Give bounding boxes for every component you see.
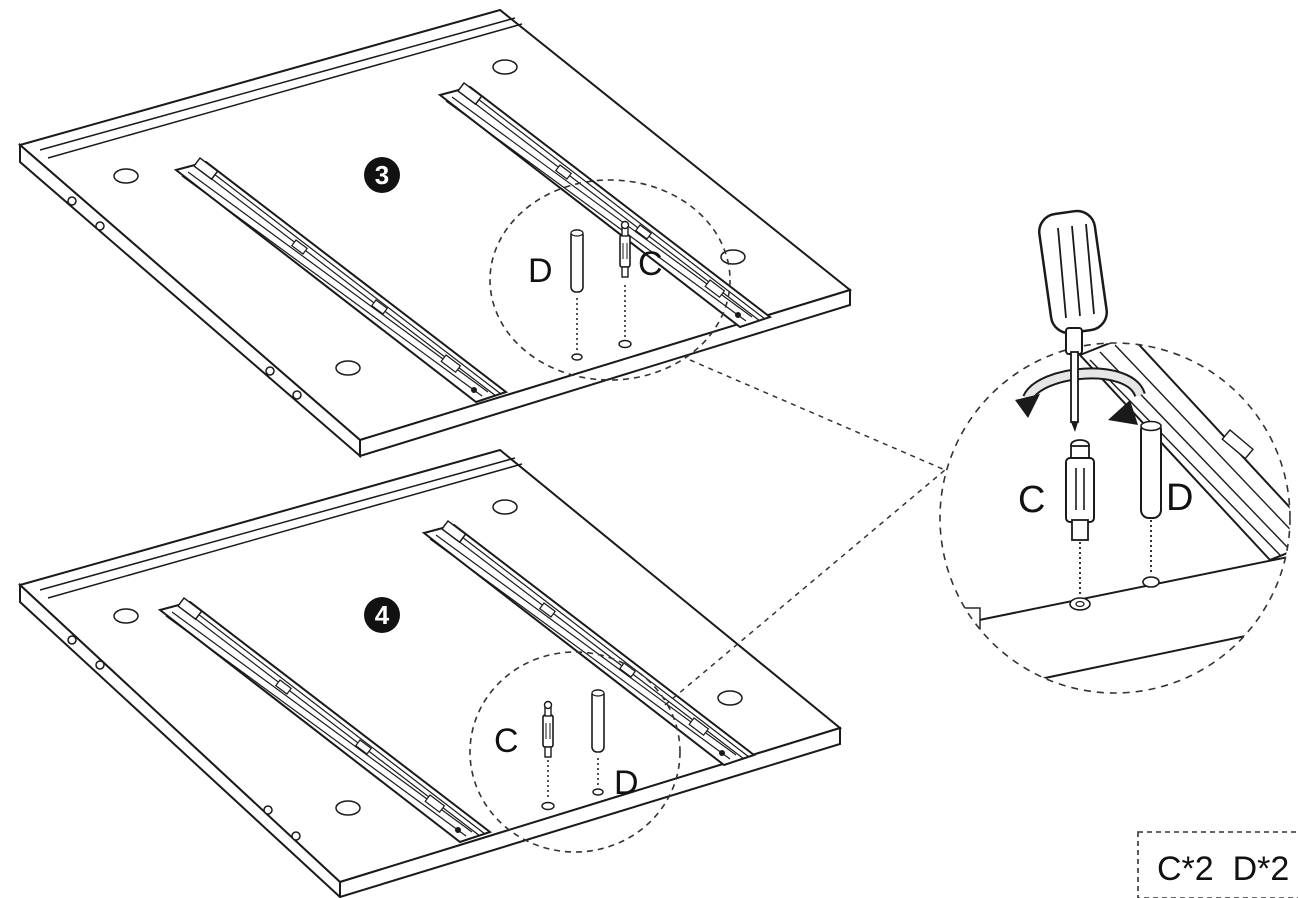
dowel-label-4: D [614,764,639,802]
screwdriver-icon [1038,209,1108,432]
step-number-4: 4 [375,600,390,630]
rotate-arrow-icon [1015,367,1146,425]
cam-bolt-label-4: C [494,722,519,760]
panel-step-3: 3 D C [17,8,853,459]
cam-bolt-label-3: C [638,245,663,283]
cam-bolt-icon [619,220,631,278]
detail-callout-circle-3 [489,179,731,381]
dowel-icon [591,689,605,753]
cam-bolt-icon [1065,439,1095,541]
dowel-icon [570,229,584,293]
callout-connector-top [689,359,946,471]
detail-dowel-label: D [1166,477,1193,519]
step-number-3: 3 [375,160,389,190]
callout-connector-bottom [664,469,946,706]
dowel-icon [1140,420,1162,519]
detail-cam-bolt-label: C [1018,479,1045,521]
step-badge-3 [364,157,400,193]
panel-step-4: 4 C D [18,448,843,898]
detail-callout-circle-4 [469,651,681,853]
detail-zoom-view: C D [939,209,1291,694]
step-badge-4 [364,597,400,633]
dowel-label-3: D [528,252,553,290]
parts-quantity-box: C*2 D*2 [1137,831,1298,898]
cam-bolt-icon [542,700,554,758]
parts-quantity-text: C*2 D*2 [1157,850,1289,888]
